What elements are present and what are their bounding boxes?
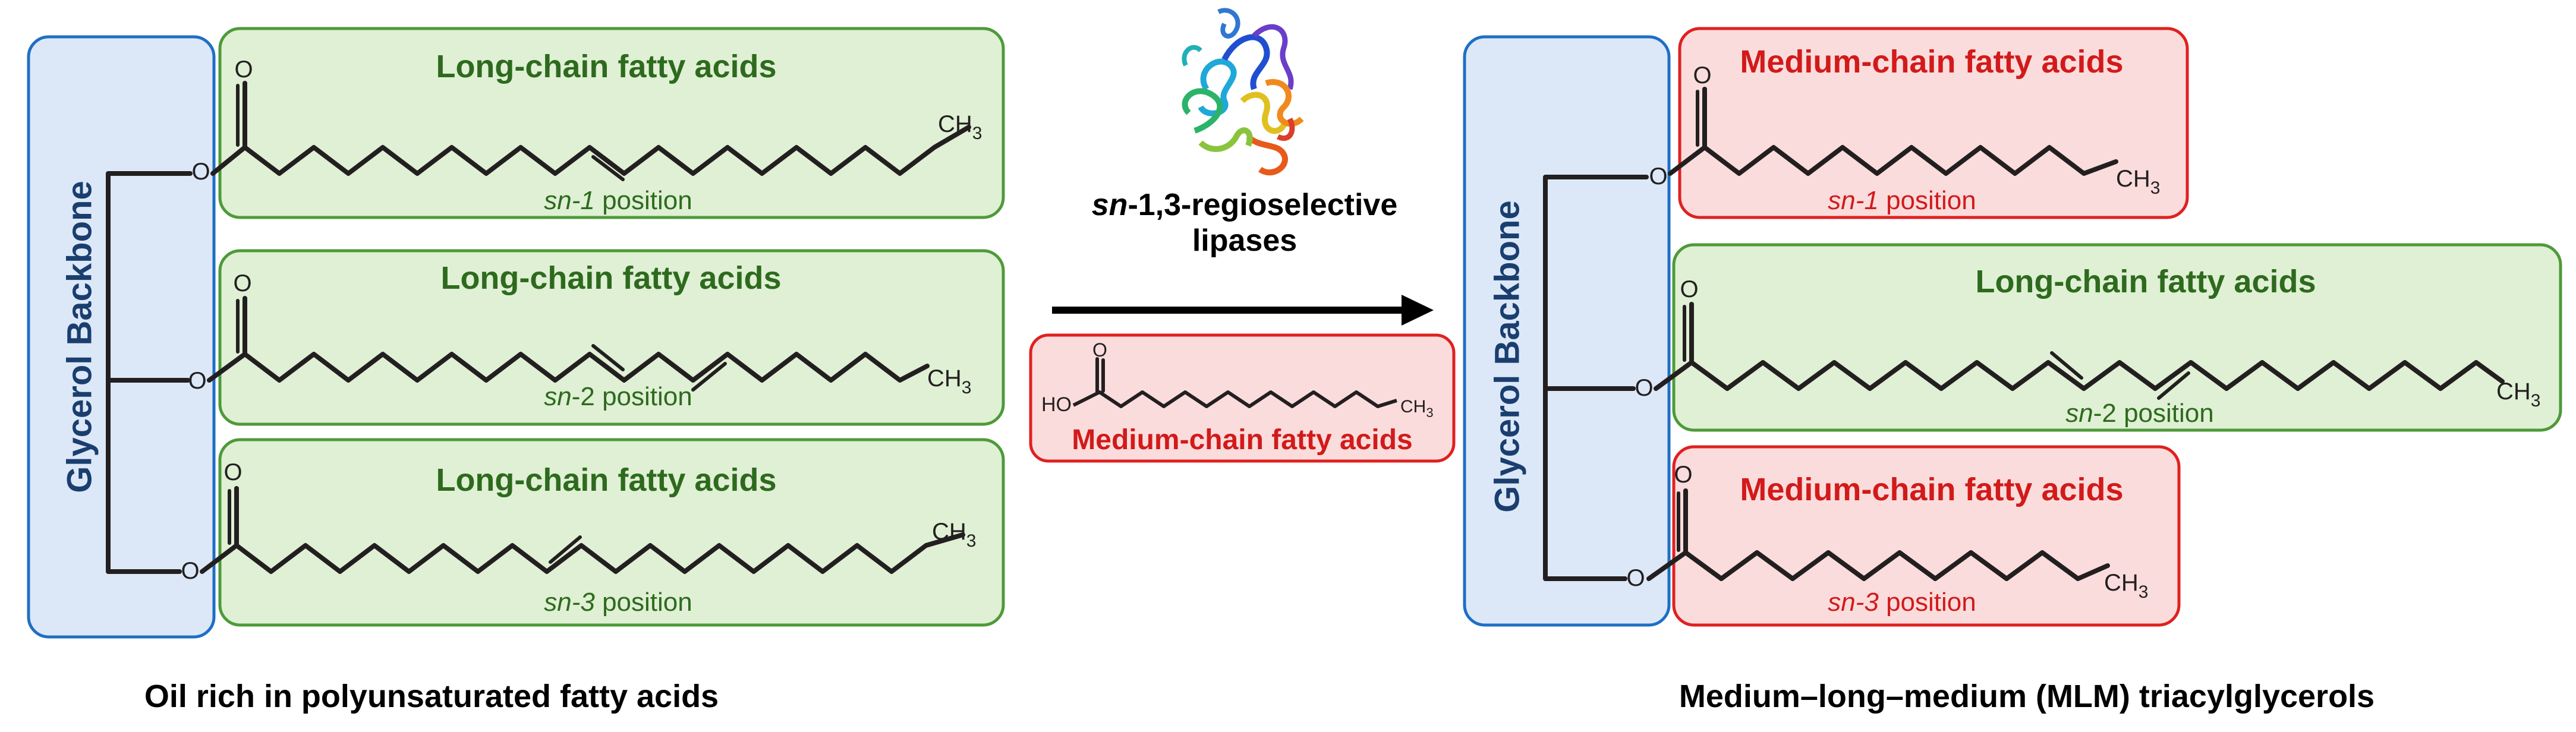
right-sn2-chain-box (1672, 243, 2562, 432)
left-glycerol-skeleton-bond (106, 171, 193, 574)
left-sn2-carbonyl-oxygen: O (233, 270, 251, 296)
right-sn1-carbonyl-oxygen: O (1693, 62, 1711, 89)
reagent-acyl-chain (1072, 390, 1397, 408)
reagent-box (1029, 333, 1456, 463)
left-sn1-methyl-group: CH3 (938, 111, 982, 143)
right-sn1-acyl-chain (1668, 145, 2118, 176)
left-caption: Oil rich in polyunsaturated fatty acids (144, 679, 719, 714)
right-sn1-ester-oxygen: O (1649, 163, 1667, 190)
left-sn2-double-bond-2 (691, 362, 727, 392)
right-sn1-chain-label: Medium-chain fatty acids (1740, 44, 2123, 80)
right-sn3-chain-label: Medium-chain fatty acids (1740, 472, 2123, 507)
right-glycerol-backbone-label: Glycerol Backbone (1488, 200, 1526, 512)
left-sn2-acyl-chain (207, 352, 930, 383)
right-sn3-carbonyl-oxygen: O (1674, 462, 1692, 488)
left-sn2-position-label: sn-2 position (544, 382, 692, 411)
left-sn1-position-label: sn-1 position (544, 186, 692, 215)
left-sn3-methyl-group: CH3 (932, 519, 976, 551)
left-sn1-carbonyl-oxygen: O (234, 56, 253, 83)
reaction-arrow-head (1402, 295, 1434, 326)
right-sn2-acyl-chain (1654, 360, 2505, 391)
left-sn3-ester-oxygen: O (181, 558, 199, 584)
right-glycerol-backbone-box (1463, 35, 1671, 627)
right-sn2-ester-oxygen: O (1635, 375, 1653, 401)
left-sn1-chain-label: Long-chain fatty acids (436, 49, 776, 84)
right-sn3-position-label: sn-3 position (1828, 588, 1976, 617)
left-sn1-acyl-chain (210, 125, 971, 176)
right-sn3-methyl-group: CH3 (2104, 570, 2148, 602)
right-sn1-methyl-group: CH3 (2116, 166, 2160, 198)
lipase-protein-structure-icon (1182, 8, 1304, 176)
left-sn3-acyl-chain (200, 532, 965, 574)
right-sn2-methyl-group: CH3 (2496, 378, 2540, 411)
right-glycerol-skeleton-bond (1543, 175, 1649, 581)
left-glycerol-backbone-box (27, 35, 216, 639)
left-glycerol-backbone-label: Glycerol Backbone (60, 181, 99, 493)
right-sn1-position-label: sn-1 position (1828, 186, 1976, 215)
left-sn2-chain-label: Long-chain fatty acids (440, 260, 781, 296)
right-caption: Medium–long–medium (MLM) triacylglycerol… (1679, 679, 2375, 714)
left-sn2-ester-oxygen: O (188, 368, 206, 394)
right-sn2-position-label: sn-2 position (2065, 399, 2214, 428)
left-sn3-carbonyl-oxygen: O (223, 459, 242, 485)
right-sn2-carbonyl-oxygen: O (1680, 276, 1698, 302)
left-sn2-double-bond-1 (591, 344, 625, 371)
reagent-label: Medium-chain fatty acids (1072, 424, 1412, 456)
right-sn2-double-bond-2 (2157, 371, 2190, 400)
reagent-carbonyl-oxygen: O (1092, 339, 1107, 361)
right-sn2-double-bond-1 (2050, 351, 2083, 380)
enzyme-label-line-2: lipases (1192, 223, 1297, 258)
right-sn3-acyl-chain (1646, 550, 2110, 581)
left-sn3-double-bond (549, 535, 582, 564)
left-sn3-chain-box (218, 438, 1005, 627)
left-sn1-double-bond (591, 155, 625, 181)
left-sn3-position-label: sn-3 position (544, 588, 692, 617)
enzyme-label-line-1: sn-1,3-regioselective (1092, 188, 1397, 222)
right-sn3-ester-oxygen: O (1626, 565, 1645, 591)
right-sn2-chain-label: Long-chain fatty acids (1975, 264, 2316, 299)
left-sn3-chain-label: Long-chain fatty acids (436, 462, 776, 498)
reagent-methyl-group: CH3 (1400, 397, 1434, 420)
right-sn3-chain-box (1672, 445, 2181, 627)
reagent-hydroxyl-group: HO (1041, 393, 1072, 416)
left-sn2-methyl-group: CH3 (927, 365, 971, 397)
left-sn1-ester-oxygen: O (191, 159, 210, 185)
